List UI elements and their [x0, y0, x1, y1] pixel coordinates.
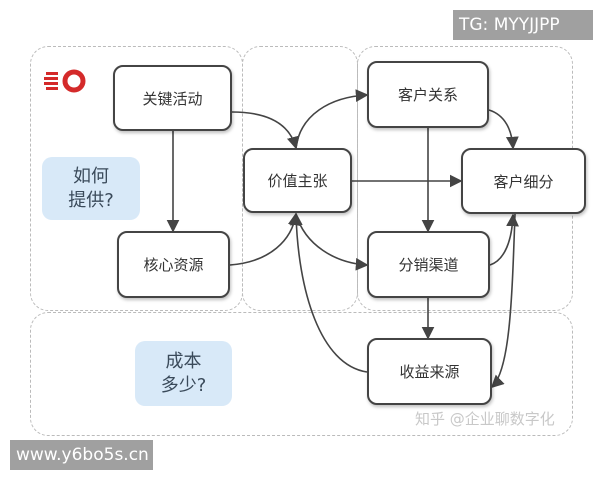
watermark-text: 知乎 @企业聊数字化: [415, 410, 555, 428]
node-label: 客户细分: [493, 172, 554, 191]
note-line: 多少?: [160, 374, 207, 396]
arrow-segments-to-revenue: [490, 213, 516, 389]
arrow-activities-to-value: [231, 111, 300, 150]
bottom-badge: www.y6bo5s.cn: [10, 440, 153, 470]
top-badge: TG: MYYJJPP: [453, 10, 593, 40]
panel-bottom: [30, 312, 573, 436]
logo-icon: [44, 68, 90, 94]
note-line: 提供?: [68, 189, 114, 211]
node-label: 核心资源: [143, 256, 204, 274]
node-customer-segments: 客户细分: [461, 148, 586, 214]
node-customer-relationships: 客户关系: [367, 61, 489, 128]
note-line: 成本: [165, 350, 202, 372]
node-value-proposition: 价值主张: [243, 148, 352, 213]
arrow-channels-to-segments: [489, 213, 519, 266]
arrow-value-to-relationships: [295, 89, 369, 149]
node-label: 客户关系: [397, 86, 458, 104]
node-label: 关键活动: [142, 89, 203, 108]
node-key-activities: 关键活动: [113, 65, 232, 131]
arrow-revenue-to-value: [289, 212, 368, 373]
node-revenue-streams: 收益来源: [367, 338, 492, 405]
node-key-resources: 核心资源: [117, 231, 230, 298]
node-label: 分销渠道: [398, 256, 459, 274]
note-cost: 成本 多少?: [135, 341, 232, 406]
arrow-relationships-to-segments: [488, 109, 519, 150]
note-how-to-deliver: 如何 提供?: [42, 157, 140, 220]
node-label: 价值主张: [267, 172, 328, 190]
node-label: 收益来源: [399, 363, 460, 381]
node-channels: 分销渠道: [367, 231, 490, 298]
arrow-resources-to-value: [229, 212, 301, 266]
arrow-value-to-channels: [295, 213, 369, 271]
note-line: 如何: [73, 165, 109, 187]
